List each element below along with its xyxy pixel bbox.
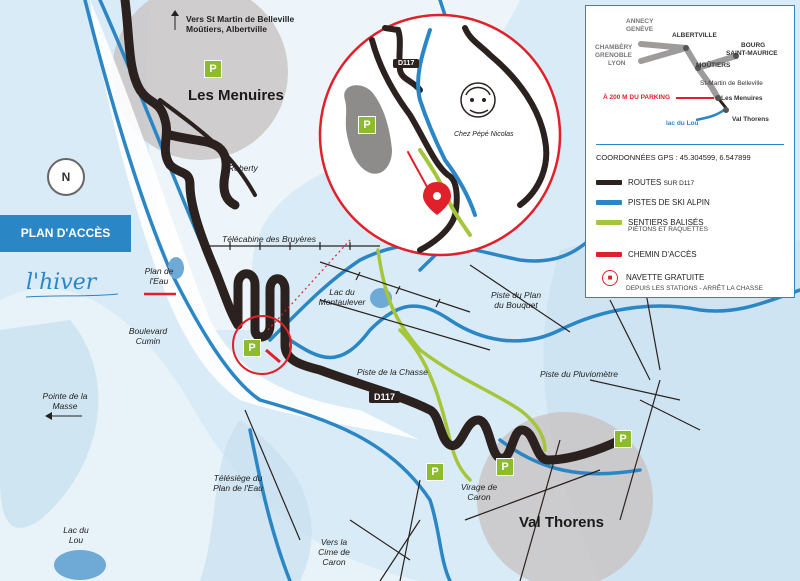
label-pointe-masse: Pointe de la Masse xyxy=(42,391,88,411)
season-label: l'hiver xyxy=(26,270,97,295)
loc-parking-note: À 200 M DU PARKING xyxy=(603,94,671,101)
road-tag-d117: D117 xyxy=(369,391,401,403)
label-piste-plan-bouquet: Piste du Plan du Bouquet xyxy=(490,290,542,310)
legend-sub: SUR D117 xyxy=(663,180,695,187)
loc-lyon: LYON xyxy=(608,60,626,67)
loc-lac-lou: lac du Lou xyxy=(666,120,699,127)
label-boulevard-cumin: Boulevard Cumin xyxy=(128,326,168,346)
legend-sub: PIÉTONS ET RAQUETTES xyxy=(628,226,708,233)
label-les-menuires: Les Menuires xyxy=(188,87,284,104)
les-menuires-zone xyxy=(112,0,288,160)
legend-swatch xyxy=(596,200,622,206)
loc-st-martin: St-Martin de Belleville xyxy=(700,80,763,87)
parking-icon: P xyxy=(204,60,222,78)
legend-swatch xyxy=(596,180,622,186)
loc-st-maurice: SAINT-MAURICE xyxy=(726,50,778,57)
page-title: PLAN D'ACCÈS xyxy=(0,215,131,252)
inset-restaurant-sign: Chez Pépé Nicolas xyxy=(454,131,514,138)
parking-icon: P xyxy=(358,116,376,134)
bus-icon: ■ xyxy=(602,270,618,286)
loc-val-thorens: Val Thorens xyxy=(732,116,769,123)
label-cime-caron: Vers la Cime de Caron xyxy=(318,537,350,567)
label-plan-eau: Plan de l'Eau xyxy=(144,266,174,286)
compass-north: N xyxy=(61,170,71,184)
lac-lou-shape xyxy=(54,550,106,580)
legend-panel: ANNECY GENÈVE ALBERTVILLE CHAMBÉRY GRENO… xyxy=(585,5,795,298)
legend-item-sentiers: SENTIERS BALISÉS PIÉTONS ET RAQUETTES xyxy=(596,218,708,233)
label-telesiege: Télésiège du Plan de l'Eau xyxy=(213,473,263,493)
label-piste-pluviometre: Piste du Pluviomètre xyxy=(540,369,618,379)
compass-icon: N xyxy=(47,158,85,196)
legend-label: CHEMIN D'ACCÈS xyxy=(628,250,697,259)
legend-divider xyxy=(596,144,784,145)
label-lac-lou: Lac du Lou xyxy=(63,525,89,545)
locator-map xyxy=(638,41,739,122)
parking-icon: P xyxy=(243,339,261,357)
legend-gps: COORDONNÉES GPS : 45.304599, 6.547899 xyxy=(596,153,751,162)
legend-label: ROUTES xyxy=(628,178,662,187)
inset-road-tag: D117 xyxy=(393,59,420,68)
loc-bourg: BOURG xyxy=(741,42,766,49)
label-telecabine: Télécabine des Bruyères xyxy=(222,234,317,244)
legend-label: PISTES DE SKI ALPIN xyxy=(628,198,710,207)
legend-swatch xyxy=(596,252,622,258)
legend-swatch xyxy=(596,220,622,226)
label-val-thorens: Val Thorens xyxy=(519,514,605,531)
label-lac-montaulever: Lac du Montaulever xyxy=(318,287,366,307)
inset-map xyxy=(344,25,550,253)
loc-chambery: CHAMBÉRY xyxy=(595,44,633,51)
legend-label: NAVETTE GRATUITE xyxy=(626,273,705,283)
loc-grenoble: GRENOBLE xyxy=(595,52,632,59)
label-reberty: Reberty xyxy=(228,163,258,173)
parking-icon: P xyxy=(496,458,514,476)
legend-item-access: CHEMIN D'ACCÈS xyxy=(596,250,697,259)
label-piste-chasse: Piste de la Chasse xyxy=(357,367,428,377)
plan-eau-shape xyxy=(168,257,184,279)
loc-moutiers: MOÛTIERS xyxy=(696,62,731,69)
legend-item-pistes: PISTES DE SKI ALPIN xyxy=(596,198,710,207)
loc-les-menuires: Les Menuires xyxy=(721,95,763,102)
legend-item-roads: ROUTES SUR D117 xyxy=(596,178,694,187)
legend-item-navette: ■ NAVETTE GRATUITE DEPUIS LES STATIONS - … xyxy=(596,270,763,292)
legend-sub: DEPUIS LES STATIONS - ARRÊT LA CHASSE xyxy=(626,285,763,292)
label-virage-caron: Virage de Caron xyxy=(460,482,498,502)
loc-albertville: ALBERTVILLE xyxy=(672,32,717,39)
label-vers-st-martin: Vers St Martin de Belleville Moûtiers, A… xyxy=(186,14,295,34)
parking-icon: P xyxy=(426,463,444,481)
loc-geneve: GENÈVE xyxy=(626,26,654,33)
legend-label: SENTIERS BALISÉS xyxy=(628,218,704,227)
loc-annecy: ANNECY xyxy=(626,18,654,25)
parking-icon: P xyxy=(614,430,632,448)
